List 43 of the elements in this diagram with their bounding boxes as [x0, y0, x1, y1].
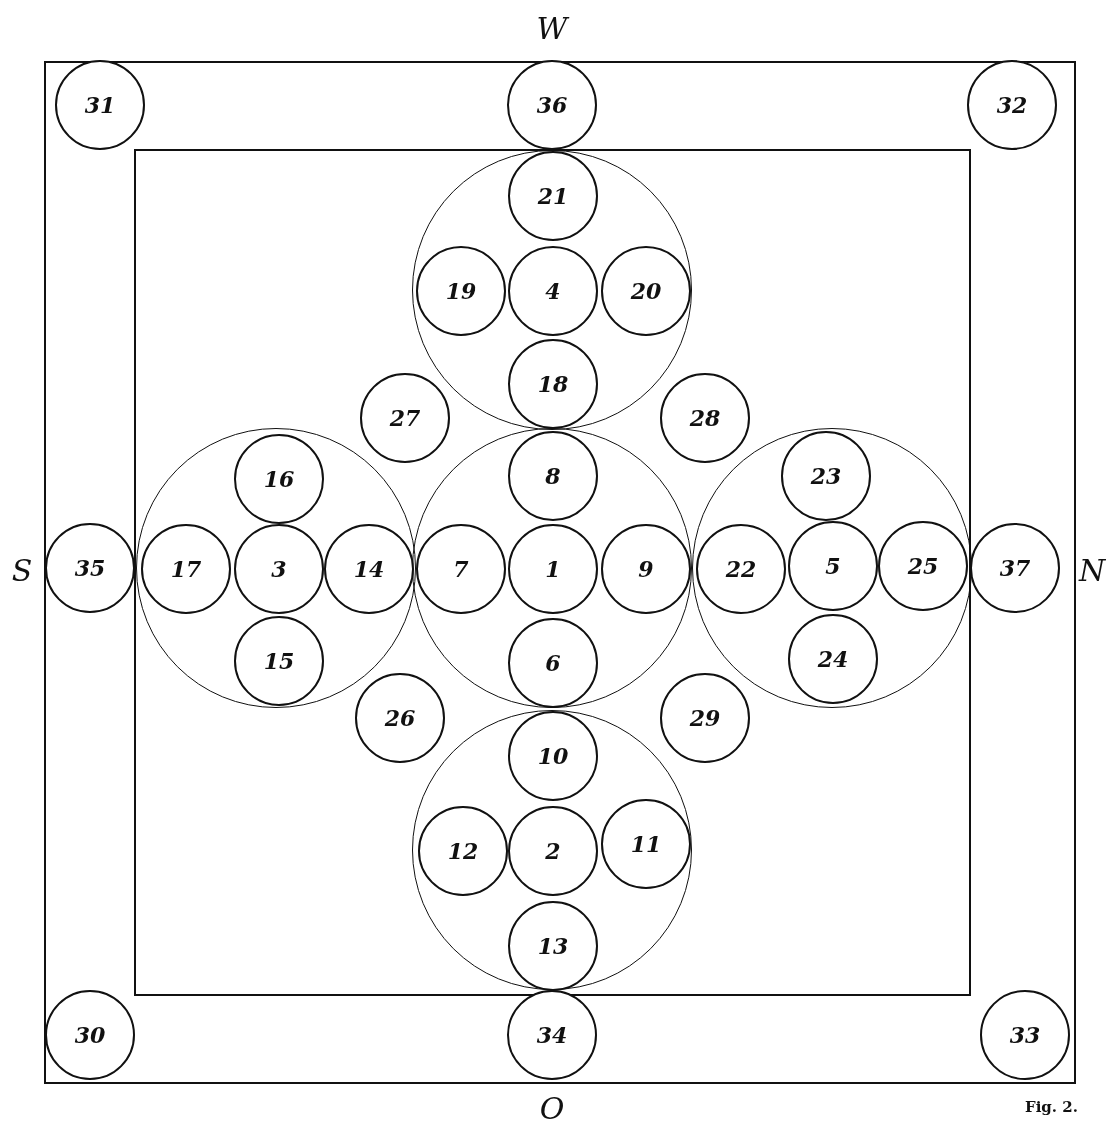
numbered-circle: 2	[508, 806, 598, 896]
numbered-circle: 34	[507, 990, 597, 1080]
numbered-circle: 16	[234, 434, 324, 524]
numbered-circle: 9	[601, 524, 691, 614]
numbered-circle: 30	[45, 990, 135, 1080]
direction-letter: O	[539, 1090, 565, 1124]
numbered-circle: 29	[660, 673, 750, 763]
numbered-circle: 1	[508, 524, 598, 614]
numbered-circle: 35	[45, 523, 135, 613]
numbered-circle: 20	[601, 246, 691, 336]
numbered-circle: 12	[418, 806, 508, 896]
numbered-circle: 26	[355, 673, 445, 763]
direction-letter: W	[536, 10, 568, 46]
numbered-circle: 27	[360, 373, 450, 463]
numbered-circle: 11	[601, 799, 691, 889]
numbered-circle: 17	[141, 524, 231, 614]
numbered-circle: 28	[660, 373, 750, 463]
numbered-circle: 10	[508, 711, 598, 801]
numbered-circle: 18	[508, 339, 598, 429]
numbered-circle: 19	[416, 246, 506, 336]
numbered-circle: 7	[416, 524, 506, 614]
numbered-circle: 3	[234, 524, 324, 614]
numbered-circle: 6	[508, 618, 598, 708]
numbered-circle: 36	[507, 60, 597, 150]
direction-letter: N	[1078, 552, 1106, 588]
numbered-circle: 23	[781, 431, 871, 521]
direction-letter: S	[11, 552, 33, 588]
large-circle	[412, 428, 692, 708]
numbered-circle: 25	[878, 521, 968, 611]
numbered-circle: 37	[970, 523, 1060, 613]
numbered-circle: 13	[508, 901, 598, 991]
numbered-circle: 24	[788, 614, 878, 704]
numbered-circle: 5	[788, 521, 878, 611]
numbered-circle: 21	[508, 151, 598, 241]
numbered-circle: 4	[508, 246, 598, 336]
numbered-circle: 15	[234, 616, 324, 706]
numbered-circle: 32	[967, 60, 1057, 150]
numbered-circle: 33	[980, 990, 1070, 1080]
numbered-circle: 14	[324, 524, 414, 614]
numbered-circle: 22	[696, 524, 786, 614]
figure-caption: Fig. 2.	[1025, 1098, 1078, 1116]
numbered-circle: 31	[55, 60, 145, 150]
numbered-circle: 8	[508, 431, 598, 521]
